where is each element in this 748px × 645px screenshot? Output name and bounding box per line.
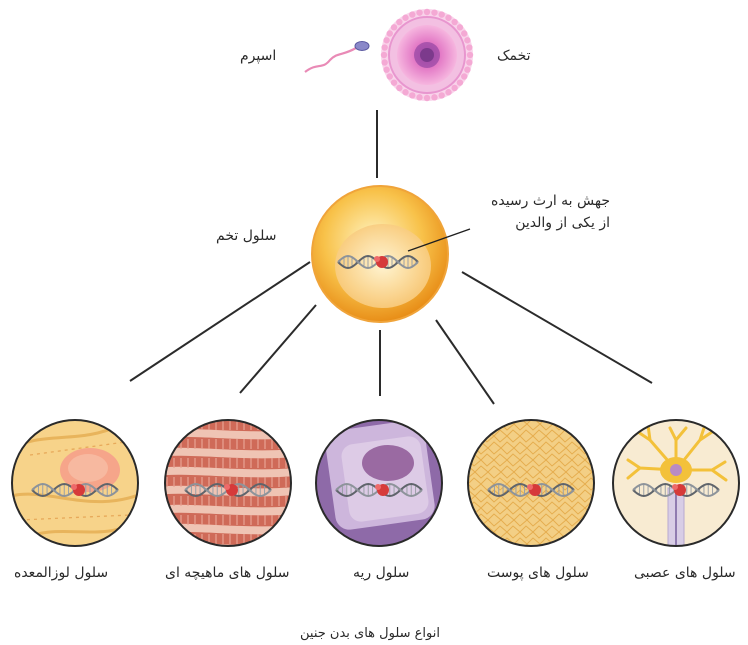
egg-illustration	[381, 9, 473, 101]
sperm-label: اسپرم	[240, 48, 276, 64]
line-to-nerve	[462, 272, 652, 383]
sperm-illustration	[305, 42, 369, 73]
lung-cell-label: سلول ریه	[353, 565, 409, 581]
mutation-note-line1: جهش به ارث رسیده	[470, 190, 610, 212]
zygote-illustration	[312, 186, 470, 322]
mutation-note-line2: از یکی از والدین	[470, 212, 610, 234]
line-to-muscle	[240, 305, 316, 393]
figure-caption: انواع سلول های بدن جنین	[300, 626, 440, 641]
skin-cell-label: سلول های پوست	[487, 565, 589, 581]
nerve-cell-label: سلول های عصبی	[634, 565, 736, 581]
line-to-skin	[436, 320, 494, 404]
muscle-cell-label: سلول های ماهیچه ای	[165, 565, 290, 581]
pancreas-cell-label: سلول لوزالمعده	[14, 565, 108, 581]
line-to-pancreas	[130, 262, 310, 381]
zygote-label: سلول تخم	[216, 228, 276, 244]
egg-label: تخمک	[497, 48, 531, 64]
mutation-note: جهش به ارث رسیده از یکی از والدین	[470, 190, 610, 234]
